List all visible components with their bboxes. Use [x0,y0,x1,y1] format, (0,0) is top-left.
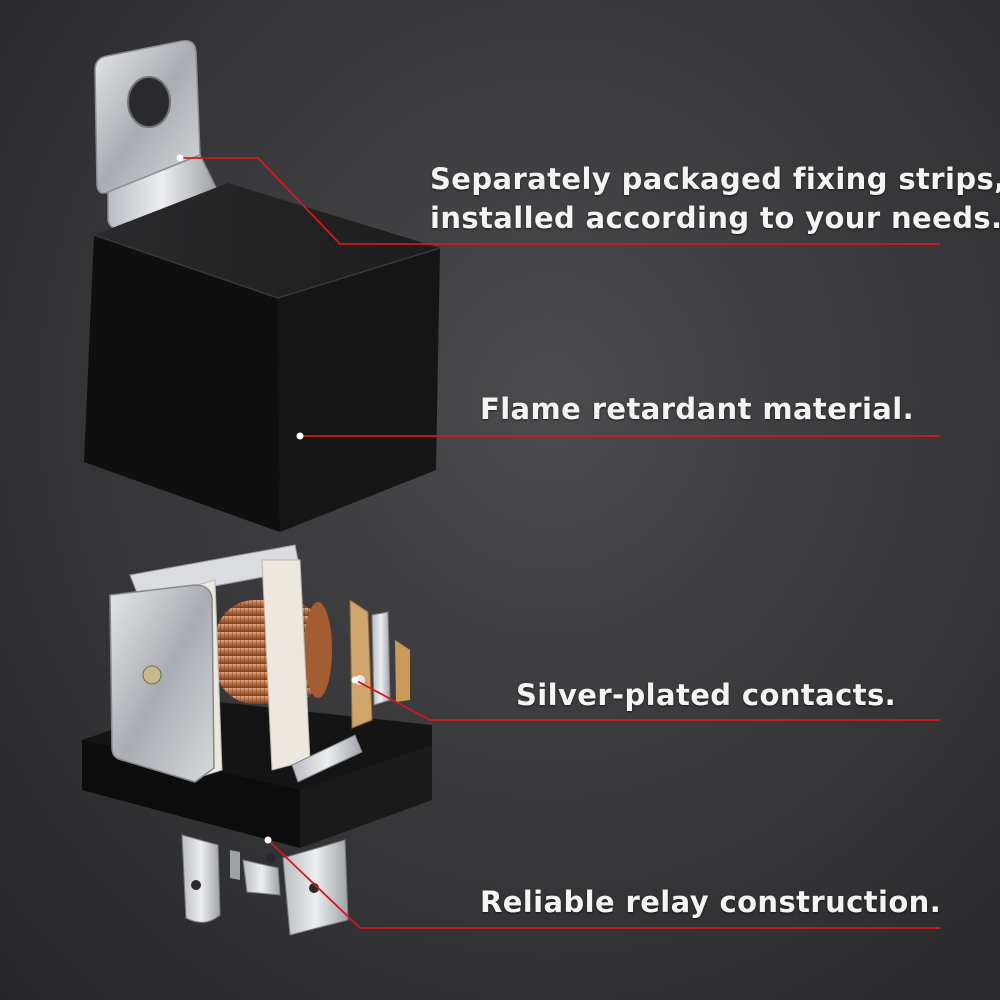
contacts-callout: Silver-plated contacts. [516,678,897,712]
construction-leader [267,839,940,929]
fixing-strips-leader [180,157,940,245]
relay-cover-icon [84,183,441,532]
mounting-bracket-icon [94,39,218,230]
fixing-strips-line1: Separately packaged fixing strips, [430,162,1000,196]
relay-internals-icon [82,544,432,936]
construction-callout: Reliable relay construction. [480,885,942,919]
fixing-strips-line2: installed according to your needs. [430,201,1000,235]
contacts-leader [354,679,940,721]
callout-lines [180,157,940,929]
relay-terminals-icon [181,834,349,936]
callout-dots [176,154,359,844]
fixing-strips-callout: Separately packaged fixing strips, insta… [430,160,1000,238]
flame-callout: Flame retardant material. [480,392,915,426]
